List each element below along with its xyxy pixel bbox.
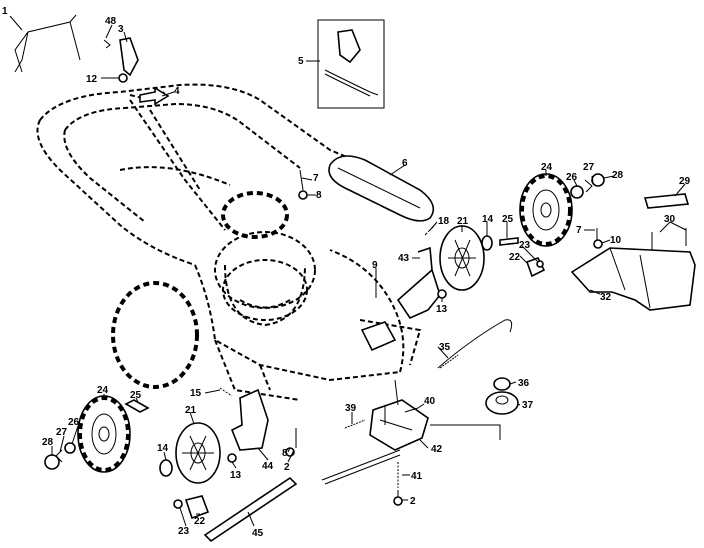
axle-45 [203, 476, 298, 543]
callout-8a: 8 [316, 190, 322, 201]
callout-30: 30 [664, 214, 676, 225]
deck-wheel-treads [111, 191, 289, 389]
washer-14-upper [481, 235, 493, 251]
callout-9: 9 [372, 260, 378, 271]
gear-wheel-upper [439, 225, 485, 291]
callout-37: 37 [522, 400, 534, 411]
nut-12 [118, 73, 128, 83]
callout-14b: 14 [157, 443, 169, 454]
callout-27b: 27 [56, 427, 68, 438]
callout-3: 3 [118, 24, 124, 35]
callout-21a: 21 [457, 216, 469, 227]
bracket-44 [230, 388, 269, 451]
callout-15: 15 [190, 388, 202, 399]
bolt-7 [299, 169, 304, 191]
callout-18: 18 [438, 216, 450, 227]
pin-40 [404, 407, 419, 413]
callout-13a: 13 [436, 304, 448, 315]
nut-13-lower [227, 453, 237, 463]
pinion-22-lower [184, 495, 210, 520]
drive-belt [328, 155, 435, 222]
callout-26b: 26 [68, 417, 80, 428]
callout-35: 35 [439, 342, 451, 353]
callout-27a: 27 [583, 162, 595, 173]
hub-cap-28-lower [44, 454, 60, 470]
callout-26a: 26 [566, 172, 578, 183]
callout-8b: 8 [282, 448, 288, 459]
callout-12: 12 [86, 74, 98, 85]
callout-labels: 1 48 3 12 4 5 6 7 8 18 21 14 25 24 26 27… [2, 6, 691, 539]
washer-8 [298, 190, 308, 200]
mower-deck-outline [36, 83, 431, 401]
callout-45: 45 [252, 528, 264, 539]
spring-35 [439, 354, 459, 369]
nut-13-upper [437, 289, 447, 299]
washer-26-lower [64, 442, 76, 454]
mount-plate [360, 321, 397, 352]
callout-22b: 22 [194, 516, 206, 527]
washer-26-upper [570, 185, 584, 199]
retainer-27-upper [584, 179, 593, 193]
callout-28b: 28 [42, 437, 54, 448]
spring-39 [344, 419, 366, 429]
callout-32: 32 [600, 292, 612, 303]
callout-24a: 24 [541, 162, 553, 173]
cable-35 [437, 319, 513, 369]
callout-4: 4 [174, 86, 180, 97]
hub-cap-28-upper [591, 173, 605, 187]
handle-wire [14, 14, 81, 73]
callout-21b: 21 [185, 405, 197, 416]
leader-lines [9, 15, 687, 527]
wheel-lower [77, 395, 131, 473]
bracket-43 [396, 246, 441, 320]
pulley-assembly [485, 377, 519, 415]
inset-box-5 [317, 19, 385, 109]
callout-2a: 2 [284, 462, 290, 473]
pin-25-lower [124, 399, 150, 413]
callout-43: 43 [398, 253, 410, 264]
callout-14a: 14 [482, 214, 494, 225]
callout-6: 6 [402, 158, 408, 169]
callout-42: 42 [431, 444, 443, 455]
transmission-42 [321, 379, 501, 485]
wheel-upper [519, 173, 573, 247]
arrow-part-4 [139, 86, 170, 106]
nut-23-upper [536, 260, 544, 268]
washer-2-lower [393, 496, 403, 506]
callout-7b: 7 [576, 225, 582, 236]
callout-23b: 23 [178, 526, 190, 537]
rear-cover-32-edge [609, 247, 651, 309]
pin-25-upper [499, 237, 519, 246]
label-29 [643, 193, 690, 209]
callout-29: 29 [679, 176, 691, 187]
callout-48: 48 [105, 16, 117, 27]
rear-cover-32 [570, 247, 696, 311]
callout-25a: 25 [502, 214, 514, 225]
callout-10: 10 [610, 235, 622, 246]
callout-25b: 25 [130, 390, 142, 401]
spring-15 [219, 387, 233, 397]
washer-14-lower [159, 459, 173, 477]
callout-41: 41 [411, 471, 423, 482]
callout-28a: 28 [612, 170, 624, 181]
callout-24b: 24 [97, 385, 109, 396]
lever-part [119, 37, 139, 77]
callout-2b: 2 [410, 496, 416, 507]
nut-10 [593, 239, 603, 249]
gear-wheel-lower [175, 422, 221, 484]
callout-1: 1 [2, 6, 8, 17]
nut-23-lower [173, 499, 183, 509]
clip-part [103, 39, 111, 49]
callout-13b: 13 [230, 470, 242, 481]
callout-39: 39 [345, 403, 357, 414]
callout-36: 36 [518, 378, 530, 389]
callout-22a: 22 [509, 252, 521, 263]
callout-44: 44 [262, 461, 274, 472]
callout-7a: 7 [313, 173, 319, 184]
callout-40: 40 [424, 396, 436, 407]
callout-23a: 23 [519, 240, 531, 251]
callout-5: 5 [298, 56, 304, 67]
